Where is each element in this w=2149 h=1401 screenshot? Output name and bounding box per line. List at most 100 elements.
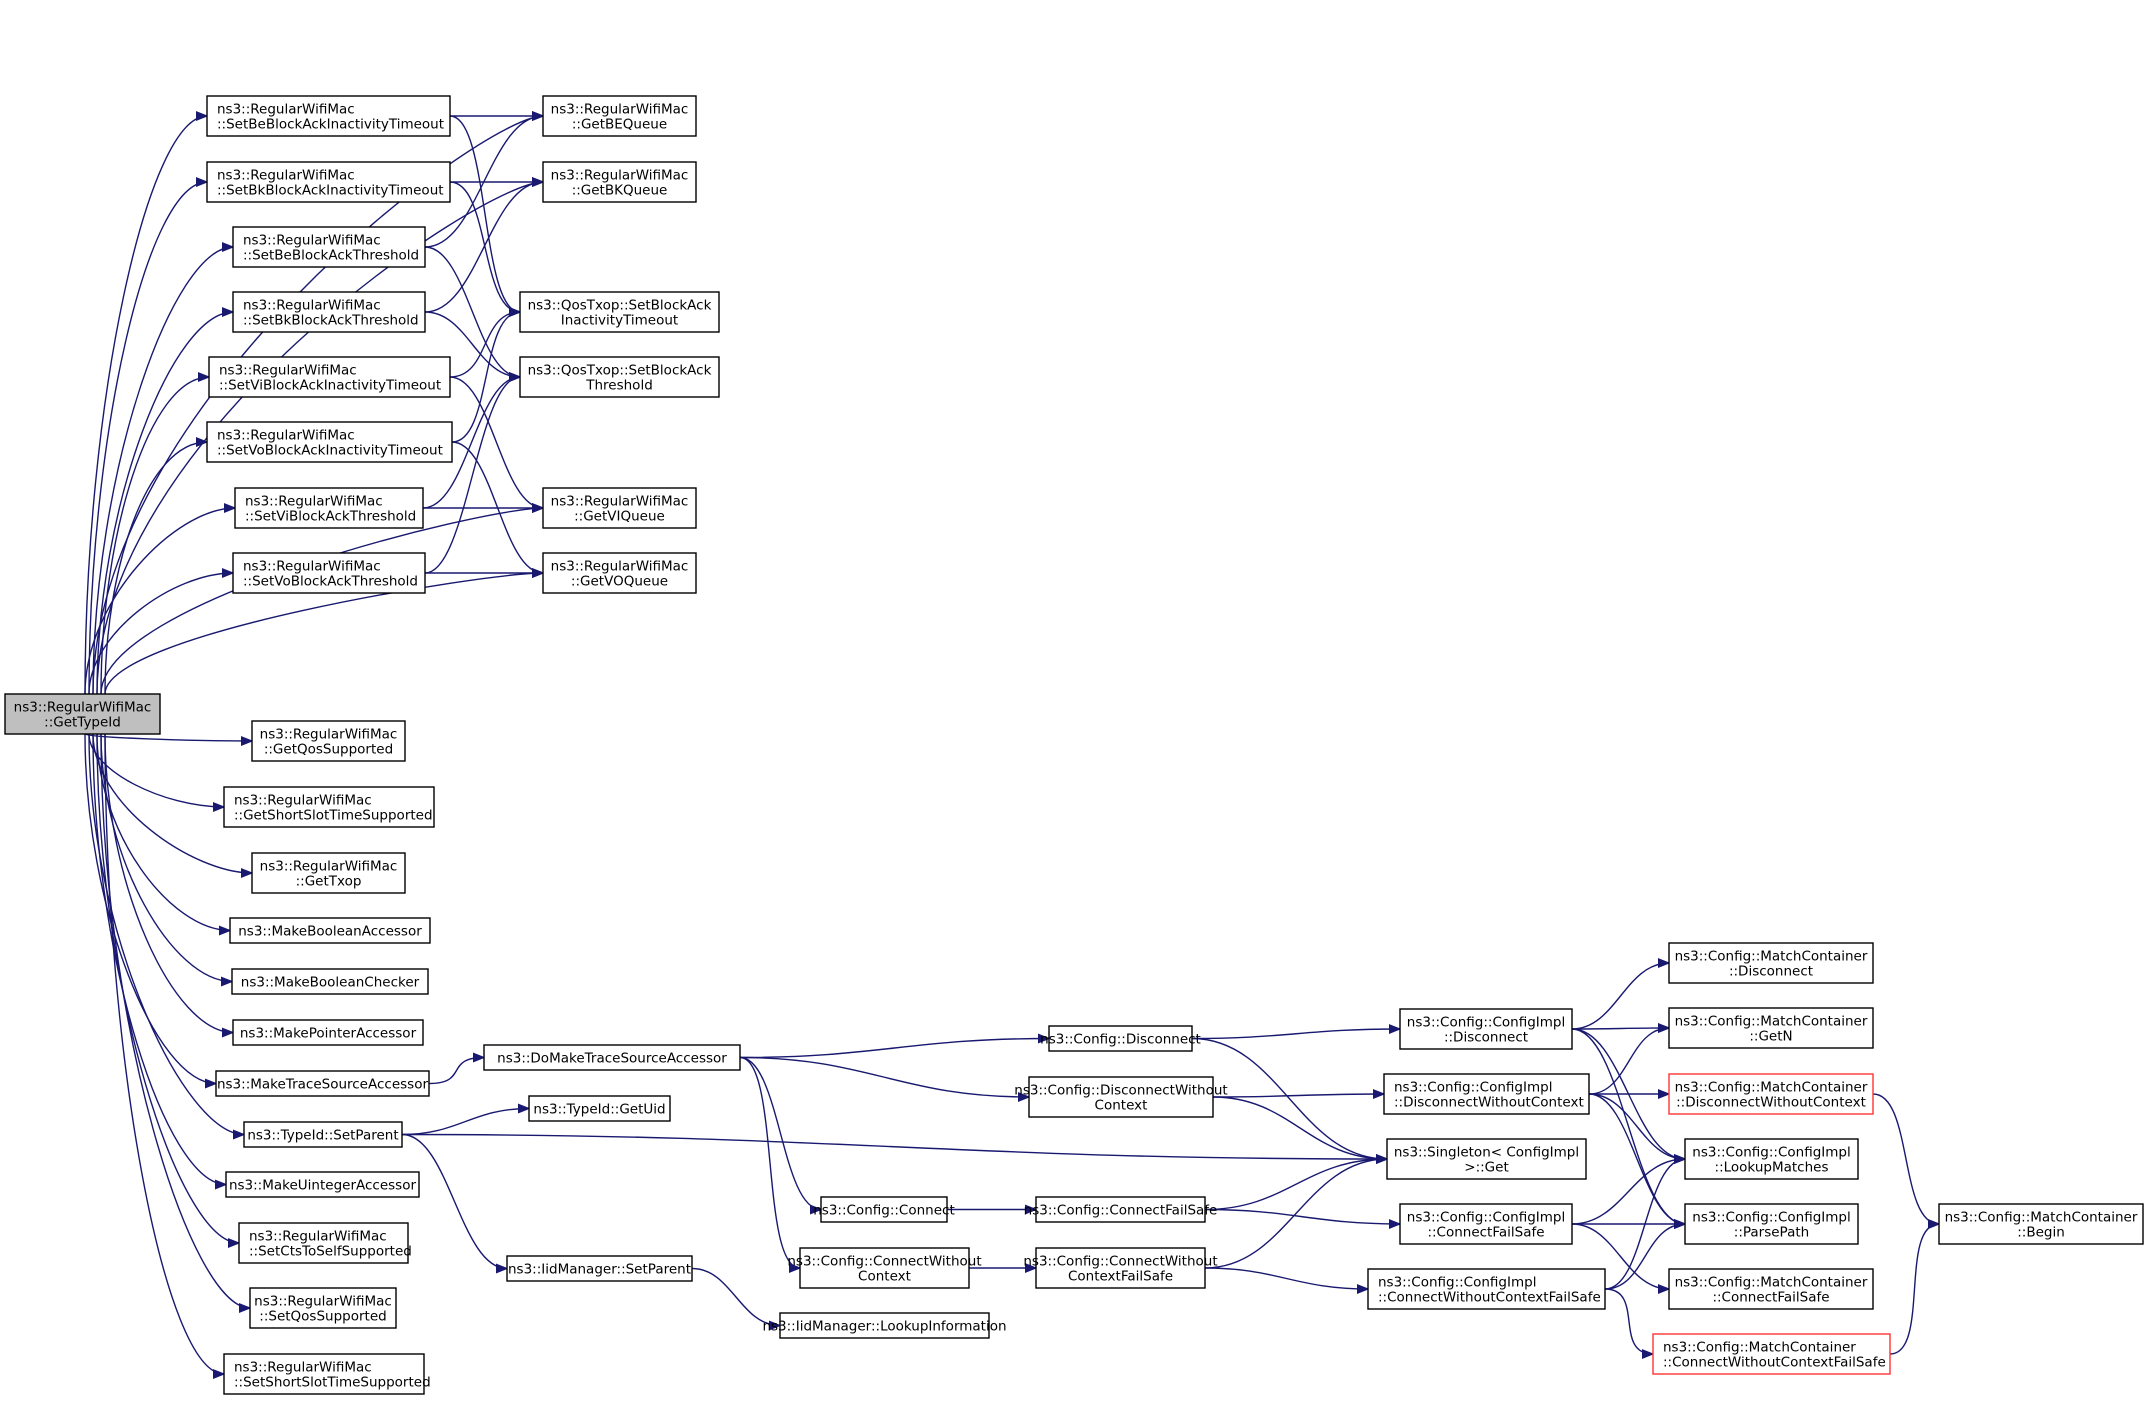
node-box[interactable]: [251, 852, 406, 894]
node-iidSetParent[interactable]: ns3::IidManager::SetParent: [506, 1255, 693, 1282]
node-box[interactable]: [206, 421, 453, 463]
node-box[interactable]: [232, 552, 426, 594]
node-getVO[interactable]: ns3::RegularWifiMac::GetVOQueue: [542, 552, 697, 594]
node-box[interactable]: [249, 1287, 397, 1329]
node-box[interactable]: [1399, 1008, 1573, 1050]
node-box[interactable]: [208, 356, 451, 398]
node-box[interactable]: [229, 917, 431, 944]
node-cfgConnect[interactable]: ns3::Config::Connect: [813, 1196, 955, 1223]
node-box[interactable]: [234, 487, 424, 529]
node-box[interactable]: [506, 1255, 693, 1282]
node-mkBoolChk[interactable]: ns3::MakeBooleanChecker: [231, 968, 429, 995]
node-box[interactable]: [223, 786, 435, 828]
node-setBkInact[interactable]: ns3::RegularWifiMac::SetBkBlockAckInacti…: [206, 161, 451, 203]
node-mcGetN[interactable]: ns3::Config::MatchContainer::GetN: [1668, 1007, 1874, 1049]
node-box[interactable]: [1684, 1203, 1859, 1245]
node-mkPtrAcc[interactable]: ns3::MakePointerAccessor: [232, 1019, 424, 1046]
node-box[interactable]: [1652, 1333, 1891, 1375]
node-getVI[interactable]: ns3::RegularWifiMac::GetVIQueue: [542, 487, 697, 529]
node-box[interactable]: [232, 291, 426, 333]
node-box[interactable]: [519, 356, 720, 398]
node-setVoInact[interactable]: ns3::RegularWifiMac::SetVoBlockAckInacti…: [206, 421, 453, 463]
node-setShort[interactable]: ns3::RegularWifiMac::SetShortSlotTimeSup…: [223, 1353, 431, 1395]
node-setViThr[interactable]: ns3::RegularWifiMac::SetViBlockAckThresh…: [234, 487, 424, 529]
node-box[interactable]: [1367, 1268, 1606, 1310]
node-box[interactable]: [1399, 1203, 1573, 1245]
node-setVoThr[interactable]: ns3::RegularWifiMac::SetVoBlockAckThresh…: [232, 552, 426, 594]
node-setViInact[interactable]: ns3::RegularWifiMac::SetViBlockAckInacti…: [208, 356, 451, 398]
node-implParse[interactable]: ns3::Config::ConfigImpl::ParsePath: [1684, 1203, 1859, 1245]
node-box[interactable]: [1684, 1138, 1859, 1180]
node-box[interactable]: [1035, 1247, 1206, 1289]
node-implDisWoCtx[interactable]: ns3::Config::ConfigImpl::DisconnectWitho…: [1383, 1073, 1590, 1115]
node-mkTraceAcc[interactable]: ns3::MakeTraceSourceAccessor: [215, 1070, 430, 1097]
node-mcConnFS[interactable]: ns3::Config::MatchContainer::ConnectFail…: [1668, 1268, 1874, 1310]
node-box[interactable]: [238, 1222, 409, 1264]
node-mkBoolAcc[interactable]: ns3::MakeBooleanAccessor: [229, 917, 431, 944]
node-box[interactable]: [799, 1247, 970, 1289]
node-box[interactable]: [251, 720, 406, 762]
node-cfgConnWoCtxFS[interactable]: ns3::Config::ConnectWithoutContextFailSa…: [1023, 1247, 1218, 1289]
node-getUid[interactable]: ns3::TypeId::GetUid: [528, 1095, 671, 1122]
node-setQos[interactable]: ns3::RegularWifiMac::SetQosSupported: [249, 1287, 397, 1329]
node-box[interactable]: [779, 1312, 990, 1339]
node-box[interactable]: [232, 226, 426, 268]
node-box[interactable]: [232, 1019, 424, 1046]
node-getQos[interactable]: ns3::RegularWifiMac::GetQosSupported: [251, 720, 406, 762]
node-box[interactable]: [206, 95, 451, 137]
node-getTxop[interactable]: ns3::RegularWifiMac::GetTxop: [251, 852, 406, 894]
node-box[interactable]: [1668, 1073, 1874, 1115]
node-getBK[interactable]: ns3::RegularWifiMac::GetBKQueue: [542, 161, 697, 203]
node-setBeInact[interactable]: ns3::RegularWifiMac::SetBeBlockAckInacti…: [206, 95, 451, 137]
node-box[interactable]: [1386, 1138, 1587, 1180]
node-cfgConnWoCtx[interactable]: ns3::Config::ConnectWithoutContext: [787, 1247, 982, 1289]
node-box[interactable]: [542, 161, 697, 203]
node-box[interactable]: [483, 1044, 741, 1071]
node-box[interactable]: [1048, 1025, 1193, 1052]
node-mcBegin[interactable]: ns3::Config::MatchContainer::Begin: [1938, 1203, 2144, 1245]
node-box[interactable]: [1028, 1076, 1214, 1118]
node-box[interactable]: [542, 95, 697, 137]
node-box[interactable]: [519, 291, 720, 333]
node-box[interactable]: [542, 487, 697, 529]
node-mcDisconnect[interactable]: ns3::Config::MatchContainer::Disconnect: [1668, 942, 1874, 984]
node-box[interactable]: [225, 1171, 420, 1198]
node-iidLookup[interactable]: ns3::IidManager::LookupInformation: [762, 1312, 1007, 1339]
node-mcConnWoCtxFS[interactable]: ns3::Config::MatchContainer::ConnectWith…: [1652, 1333, 1891, 1375]
node-box[interactable]: [1668, 1007, 1874, 1049]
node-box[interactable]: [1668, 1268, 1874, 1310]
node-box[interactable]: [528, 1095, 671, 1122]
node-box[interactable]: [206, 161, 451, 203]
node-getBE[interactable]: ns3::RegularWifiMac::GetBEQueue: [542, 95, 697, 137]
node-box[interactable]: [1035, 1196, 1206, 1223]
node-setBkThr[interactable]: ns3::RegularWifiMac::SetBkBlockAckThresh…: [232, 291, 426, 333]
node-box[interactable]: [4, 693, 161, 735]
node-implConnWoCtxFS[interactable]: ns3::Config::ConfigImpl::ConnectWithoutC…: [1367, 1268, 1606, 1310]
node-singletonGet[interactable]: ns3::Singleton< ConfigImpl>::Get: [1386, 1138, 1587, 1180]
node-box[interactable]: [231, 968, 429, 995]
node-implDisconnect[interactable]: ns3::Config::ConfigImpl::Disconnect: [1399, 1008, 1573, 1050]
node-cfgDisconnect[interactable]: ns3::Config::Disconnect: [1040, 1025, 1201, 1052]
node-mkUintAcc[interactable]: ns3::MakeUintegerAccessor: [225, 1171, 420, 1198]
node-box[interactable]: [1938, 1203, 2144, 1245]
node-implLookup[interactable]: ns3::Config::ConfigImpl::LookupMatches: [1684, 1138, 1859, 1180]
node-getShort[interactable]: ns3::RegularWifiMac::GetShortSlotTimeSup…: [223, 786, 435, 828]
node-box[interactable]: [215, 1070, 430, 1097]
node-box[interactable]: [243, 1121, 403, 1148]
node-qosInact[interactable]: ns3::QosTxop::SetBlockAckInactivityTimeo…: [519, 291, 720, 333]
node-implConnFS[interactable]: ns3::Config::ConfigImpl::ConnectFailSafe: [1399, 1203, 1573, 1245]
node-mcDisWoCtx[interactable]: ns3::Config::MatchContainer::DisconnectW…: [1668, 1073, 1874, 1115]
node-box[interactable]: [1383, 1073, 1590, 1115]
node-setBeThr[interactable]: ns3::RegularWifiMac::SetBeBlockAckThresh…: [232, 226, 426, 268]
node-cfgDisWoCtx[interactable]: ns3::Config::DisconnectWithoutContext: [1014, 1076, 1228, 1118]
node-box[interactable]: [542, 552, 697, 594]
node-box[interactable]: [820, 1196, 948, 1223]
node-box[interactable]: [223, 1353, 425, 1395]
node-doMkTrace[interactable]: ns3::DoMakeTraceSourceAccessor: [483, 1044, 741, 1071]
node-root[interactable]: ns3::RegularWifiMac::GetTypeId: [4, 693, 161, 735]
node-cfgConnFS[interactable]: ns3::Config::ConnectFailSafe: [1024, 1196, 1218, 1223]
node-setParent[interactable]: ns3::TypeId::SetParent: [243, 1121, 403, 1148]
node-box[interactable]: [1668, 942, 1874, 984]
node-setCts[interactable]: ns3::RegularWifiMac::SetCtsToSelfSupport…: [238, 1222, 412, 1264]
